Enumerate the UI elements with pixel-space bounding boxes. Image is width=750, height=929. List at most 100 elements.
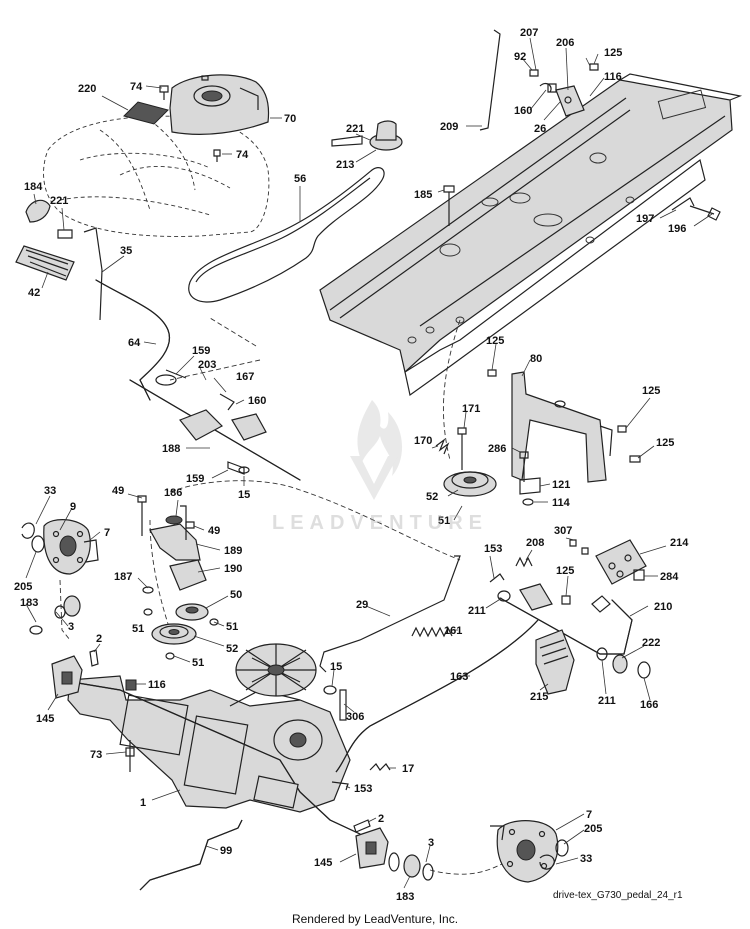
callout-153: 153 — [484, 543, 502, 555]
callout-222: 222 — [642, 637, 660, 649]
chassis-frame — [319, 73, 743, 397]
callout-80: 80 — [530, 353, 542, 365]
callout-210: 210 — [654, 601, 672, 613]
callout-171: 171 — [462, 403, 480, 415]
callout-221: 221 — [346, 123, 364, 135]
callout-166: 166 — [640, 699, 658, 711]
callout-161: 161 — [444, 625, 462, 637]
part-125-bolts — [487, 369, 641, 463]
callout-121: 121 — [552, 479, 570, 491]
part-49-bolts — [137, 495, 195, 536]
part-99-rod — [139, 819, 243, 891]
callout-33: 33 — [580, 853, 592, 865]
part-213-knob — [331, 120, 403, 151]
callout-7: 7 — [586, 809, 592, 821]
callout-35: 35 — [120, 245, 132, 257]
part-187-washer — [142, 586, 154, 594]
pulley-50 — [175, 603, 209, 621]
pulley-52b — [151, 623, 197, 645]
callout-184: 184 — [24, 181, 43, 193]
part-205-washer-right — [555, 839, 569, 857]
diagram-id-label: drive-tex_G730_pedal_24_r1 — [553, 890, 683, 901]
callout-203: 203 — [198, 359, 216, 371]
callout-99: 99 — [220, 845, 232, 857]
callout-3: 3 — [68, 621, 74, 633]
callout-307: 307 — [554, 525, 572, 537]
part-183-left — [29, 595, 81, 635]
part-92-207 — [529, 63, 599, 93]
belt-routing-dashed — [59, 317, 507, 875]
part-17-spring — [369, 763, 391, 771]
part-170-spring — [435, 438, 450, 455]
cooling-fan — [235, 643, 317, 697]
callout-187: 187 — [114, 571, 132, 583]
callout-49: 49 — [112, 485, 124, 497]
callout-33: 33 — [44, 485, 56, 497]
pedal-shaft-210 — [499, 583, 633, 655]
callout-3: 3 — [428, 837, 434, 849]
callout-208: 208 — [526, 537, 544, 549]
callout-213: 213 — [336, 159, 354, 171]
part-196-bolt — [671, 197, 721, 221]
callout-205: 205 — [14, 581, 32, 593]
part-209-rod — [479, 29, 501, 131]
part-221-clip — [57, 229, 73, 239]
callout-153: 153 — [354, 783, 372, 795]
callout-125: 125 — [642, 385, 660, 397]
callout-125: 125 — [486, 335, 504, 347]
part-3-washers-right — [388, 852, 434, 881]
callout-7: 7 — [104, 527, 110, 539]
part-208-spring — [515, 556, 533, 568]
part-2-key-left — [89, 649, 99, 667]
part-42-grip — [15, 245, 75, 281]
part-116-plug — [125, 679, 137, 691]
part-222-washer — [612, 654, 628, 674]
callout-207: 207 — [520, 27, 538, 39]
leader-lines — [25, 37, 713, 889]
callout-17: 17 — [402, 763, 414, 775]
part-153-clip-bottom — [331, 781, 349, 791]
callout-125: 125 — [656, 437, 674, 449]
callout-190: 190 — [224, 563, 242, 575]
callout-56: 56 — [294, 173, 306, 185]
callout-2: 2 — [378, 813, 384, 825]
hub-7-right — [490, 820, 559, 883]
callout-114: 114 — [552, 497, 571, 509]
lever-assembly-188 — [129, 374, 301, 481]
callout-170: 170 — [414, 435, 432, 447]
part-307-bolts — [569, 539, 589, 555]
callout-2: 2 — [96, 633, 102, 645]
callout-labels: 220 74 70 74 221 213 56 184 221 35 42 64… — [14, 27, 689, 903]
callout-160: 160 — [248, 395, 266, 407]
part-171-bolt — [457, 427, 467, 470]
bracket-189 — [149, 505, 201, 561]
drive-belt-56 — [188, 167, 385, 303]
callout-51: 51 — [132, 623, 144, 635]
callout-92: 92 — [514, 51, 526, 63]
pedal-215 — [535, 629, 575, 695]
pedal-214 — [595, 539, 647, 585]
callout-284: 284 — [660, 571, 679, 583]
callout-51: 51 — [438, 515, 450, 527]
bracket-190 — [169, 559, 207, 591]
hub-7-left — [43, 519, 99, 575]
callout-286: 286 — [488, 443, 506, 455]
callout-74: 74 — [130, 81, 143, 93]
part-15-washer-b — [323, 685, 337, 695]
callout-125: 125 — [604, 47, 622, 59]
transaxle-1 — [59, 675, 361, 835]
part-306-bolt — [339, 689, 347, 721]
callout-167: 167 — [236, 371, 254, 383]
callout-52: 52 — [226, 643, 238, 655]
part-153-clip-top — [489, 573, 505, 583]
part-163-rod — [335, 619, 539, 773]
callout-163: 163 — [450, 671, 468, 683]
part-73-bolt — [125, 740, 135, 772]
callout-64: 64 — [128, 337, 141, 349]
leadventure-watermark-logo — [350, 400, 403, 500]
callout-26: 26 — [534, 123, 546, 135]
callout-209: 209 — [440, 121, 458, 133]
callout-42: 42 — [28, 287, 40, 299]
callout-221: 221 — [50, 195, 68, 207]
